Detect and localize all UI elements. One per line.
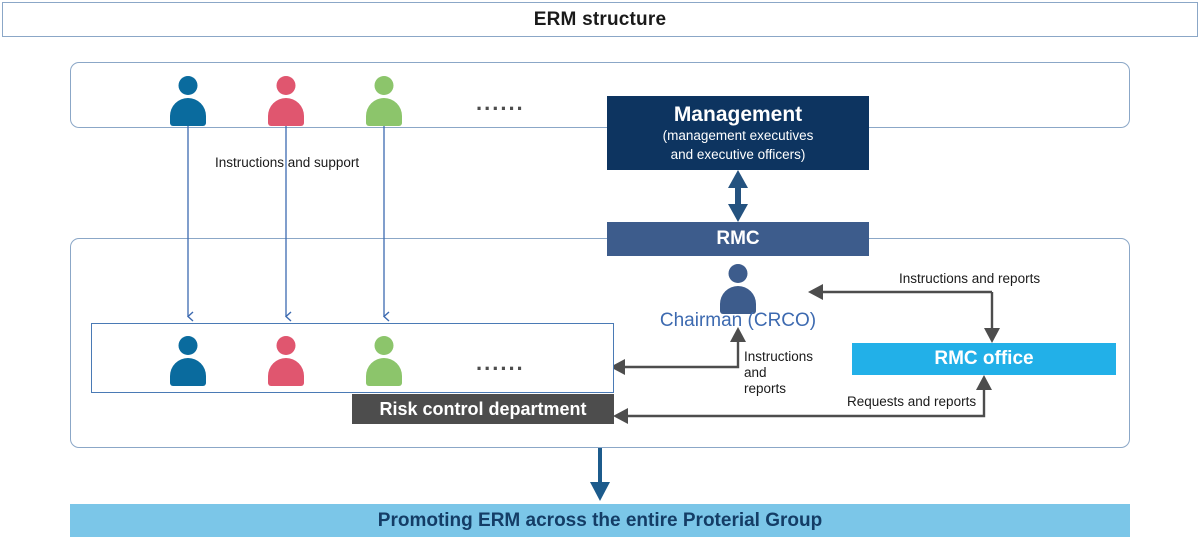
rmc-title: RMC bbox=[716, 228, 760, 249]
person-icon-blue-top bbox=[168, 76, 208, 130]
promote-erm-arrow bbox=[590, 448, 610, 501]
instruction-support-arrows bbox=[188, 112, 384, 316]
person-head bbox=[374, 336, 394, 355]
management-subtitle-line1: (management executives bbox=[662, 128, 814, 144]
label-instructions-and-reports-top: Instructions and reports bbox=[899, 271, 1041, 286]
promoting-erm-banner: Promoting ERM across the entire Proteria… bbox=[70, 504, 1130, 537]
requests-reports-arrow bbox=[613, 375, 992, 424]
person-icon-green-bottom bbox=[364, 336, 404, 390]
person-body bbox=[366, 358, 402, 386]
chairman-person-icon bbox=[718, 264, 758, 318]
person-head bbox=[728, 264, 748, 283]
page-title: ERM structure bbox=[533, 8, 667, 30]
person-head bbox=[178, 336, 198, 355]
person-body bbox=[170, 358, 206, 386]
label-instructions-and-support: Instructions and support bbox=[215, 155, 360, 170]
person-body bbox=[170, 98, 206, 126]
person-body bbox=[720, 286, 756, 314]
label-instructions-and-reports-mid: Instructions and reports bbox=[744, 349, 836, 397]
management-rmc-double-arrow bbox=[728, 170, 748, 222]
label-line-1: Instructions and bbox=[744, 349, 814, 380]
instructions-reports-to-chairman-arrow bbox=[610, 327, 746, 375]
management-box: Management (management executives and ex… bbox=[607, 96, 869, 170]
person-body bbox=[268, 98, 304, 126]
management-subtitle-line2: and executive officers) bbox=[670, 146, 806, 162]
promoting-erm-banner-text: Promoting ERM across the entire Proteria… bbox=[377, 509, 823, 531]
chairman-label: Chairman (CRCO) bbox=[659, 310, 817, 331]
person-head bbox=[374, 76, 394, 95]
label-requests-and-reports: Requests and reports bbox=[847, 394, 977, 409]
risk-control-department-title: Risk control department bbox=[379, 398, 587, 419]
top-group-panel bbox=[70, 62, 1130, 128]
bottom-group-panel bbox=[70, 238, 1130, 448]
person-body bbox=[366, 98, 402, 126]
diagram-title-bar: ERM structure bbox=[2, 2, 1198, 37]
rmc-box: RMC bbox=[607, 222, 869, 256]
rmc-office-title: RMC office bbox=[934, 348, 1034, 369]
person-icon-pink-top bbox=[266, 76, 306, 130]
management-title: Management bbox=[673, 102, 803, 126]
risk-control-department-box: Risk control department bbox=[352, 394, 614, 424]
person-head bbox=[276, 76, 296, 95]
ellipsis-top: ...... bbox=[476, 90, 525, 115]
person-head bbox=[276, 336, 296, 355]
label-line-2: reports bbox=[744, 380, 787, 396]
person-icon-blue-bottom bbox=[168, 336, 208, 390]
person-icon-pink-bottom bbox=[266, 336, 306, 390]
instructions-reports-to-rmc-office-arrow bbox=[808, 284, 1000, 343]
person-head bbox=[178, 76, 198, 95]
person-body bbox=[268, 358, 304, 386]
person-icon-green-top bbox=[364, 76, 404, 130]
ellipsis-bottom: ...... bbox=[476, 350, 525, 375]
rmc-office-box: RMC office bbox=[852, 343, 1116, 375]
